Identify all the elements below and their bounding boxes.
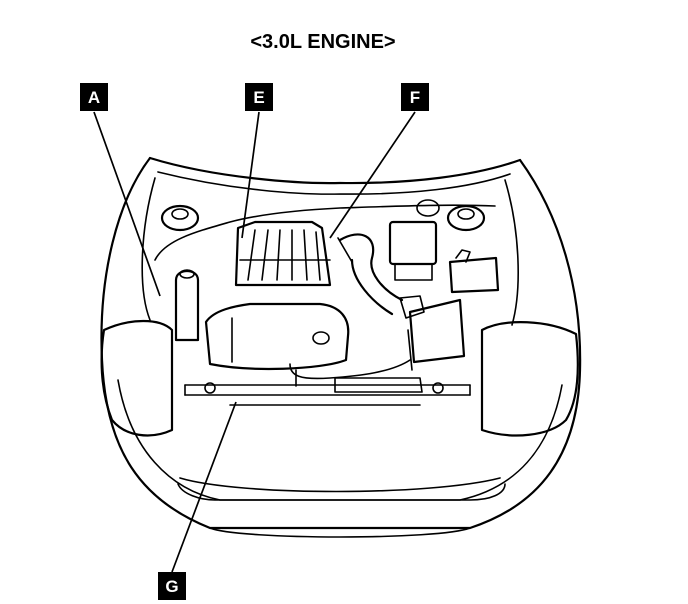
right-headlight [480, 321, 579, 437]
diagram-title: <3.0L ENGINE> [250, 31, 395, 53]
intake-hose [337, 233, 425, 319]
front-components [289, 359, 423, 393]
brake-reservoir [416, 199, 440, 217]
battery [388, 220, 438, 281]
coolant-reservoir [174, 269, 200, 342]
leader-line-f [329, 111, 416, 239]
right-strut-tower [446, 204, 486, 232]
radiator-support [184, 382, 471, 406]
leader-line-a [93, 111, 161, 297]
callout-a: A [80, 83, 108, 111]
callout-f: F [401, 83, 429, 111]
callout-e-label: E [253, 88, 264, 107]
relay-box [448, 249, 500, 294]
car-body-outline [100, 156, 582, 538]
left-strut-tower [160, 204, 200, 232]
intake-manifold [234, 220, 332, 287]
brake-line [154, 204, 496, 261]
callout-a-label: A [88, 88, 100, 107]
callout-g: G [158, 572, 186, 600]
callout-g-label: G [165, 577, 178, 596]
leader-line-e [241, 111, 260, 239]
callout-f-label: F [410, 88, 420, 107]
air-cleaner [407, 298, 466, 371]
leader-line-g [171, 401, 237, 573]
callout-e: E [245, 83, 273, 111]
left-headlight [100, 320, 174, 437]
leader-lines [93, 111, 416, 573]
valve-cover [204, 302, 350, 371]
